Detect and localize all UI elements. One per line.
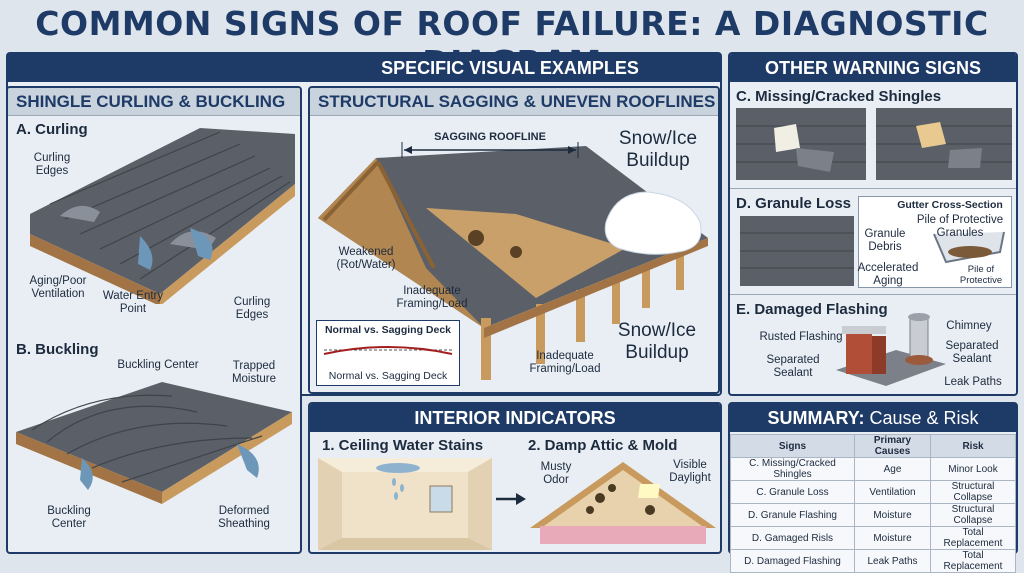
table-cell: D. Damaged Flashing <box>730 549 855 573</box>
attic-title: 2. Damp Attic & Mold <box>528 437 678 454</box>
ceiling-illustration <box>318 458 492 550</box>
ceiling-title: 1. Ceiling Water Stains <box>322 437 484 454</box>
other-signs-header: OTHER WARNING SIGNS <box>730 54 1016 82</box>
buckling-illustration <box>16 382 292 504</box>
table-cell: C. Granule Loss <box>730 480 855 504</box>
granule-label-pile-bottom: Pile of Protective <box>959 264 1003 286</box>
summary-header-row: Signs Primary Causes Risk <box>730 434 1016 458</box>
curling-label-edges-right: Curling Edges <box>233 296 271 321</box>
table-cell: Age <box>854 457 931 481</box>
missing-shingles-illustration <box>736 108 1012 180</box>
table-cell: Moisture <box>854 526 931 550</box>
gutter-inset <box>858 196 1012 288</box>
buckling-label-moisture: Trapped Moisture <box>231 360 277 385</box>
summary-col-causes: Primary Causes <box>854 434 931 458</box>
curling-label-aging: Aging/Poor Ventilation <box>29 275 87 300</box>
table-cell: Structural Collapse <box>930 503 1016 527</box>
granule-title: D. Granule Loss <box>736 195 852 212</box>
deck-inset-title: Normal vs. Sagging Deck <box>324 324 452 336</box>
summary-header: SUMMARY: Cause & Risk <box>730 404 1016 432</box>
table-cell: Structural Collapse <box>930 480 1016 504</box>
summary-header-bold: SUMMARY: <box>767 408 865 428</box>
table-cell: Ventilation <box>854 480 931 504</box>
flashing-title: E. Damaged Flashing <box>736 301 888 318</box>
granule-label-aging: Accelerated Aging <box>857 262 919 287</box>
interior-header: INTERIOR INDICATORS <box>310 404 720 432</box>
table-cell: Total Replacement <box>930 526 1016 550</box>
buckling-label-center-bottom: Buckling Center <box>47 505 91 530</box>
arrow-icon <box>496 493 526 505</box>
sagging-roofline-label: SAGGING ROOFLINE <box>434 131 546 143</box>
attic-label-musty: Musty Odor <box>540 461 572 486</box>
sagging-arrow <box>401 142 579 158</box>
table-cell: C. Missing/Cracked Shingles <box>730 457 855 481</box>
curling-label-edges-top: Curling Edges <box>33 152 71 177</box>
curling-illustration <box>30 128 295 304</box>
attic-label-daylight: Visible Daylight <box>669 459 711 484</box>
table-cell: Minor Look <box>930 457 1016 481</box>
summary-col-risk: Risk <box>930 434 1016 458</box>
curling-label-water: Water Entry Point <box>102 290 164 315</box>
summary-table: Signs Primary Causes Risk C. Missing/Cra… <box>730 434 1016 573</box>
attic-illustration <box>530 462 716 544</box>
summary-header-rest: Cause & Risk <box>864 408 979 428</box>
framing-label-bottom: Inadequate Framing/Load <box>529 350 601 375</box>
deck-inset-chart <box>323 346 453 355</box>
framing-label-mid: Inadequate Framing/Load <box>396 285 468 310</box>
flashing-label-sealant-right: Separated Sealant <box>945 340 999 365</box>
buckling-label-sheathing: Deformed Sheathing <box>218 505 270 530</box>
curling-title: A. Curling <box>16 121 88 138</box>
buckling-title: B. Buckling <box>16 341 99 358</box>
summary-col-signs: Signs <box>730 434 855 458</box>
structural-illustration <box>318 146 708 380</box>
granule-shingles-illustration <box>740 216 854 286</box>
granule-label-debris: Granule Debris <box>864 228 906 253</box>
missing-title: C. Missing/Cracked Shingles <box>736 88 942 105</box>
snow-label-bottom: Snow/Ice Buildup <box>617 320 697 363</box>
weakened-label: Weakened (Rot/Water) <box>336 246 396 271</box>
granule-label-pile: Pile of Protective Granules <box>916 214 1004 239</box>
structural-header: STRUCTURAL SAGGING & UNEVEN ROOFLINES <box>310 88 718 116</box>
snow-label-top: Snow/Ice Buildup <box>618 128 698 171</box>
flashing-label-sealant-left: Separated Sealant <box>766 354 820 379</box>
table-cell: Leak Paths <box>854 549 931 573</box>
table-cell: Moisture <box>854 503 931 527</box>
flashing-label-chimney: Chimney <box>946 320 992 332</box>
buckling-label-center-top: Buckling Center <box>117 359 199 371</box>
gutter-illustration <box>933 231 1005 264</box>
other-divider-2 <box>730 294 1016 295</box>
other-divider-1 <box>730 188 1016 189</box>
gutter-title: Gutter Cross-Section <box>897 199 1003 211</box>
flashing-label-rusted: Rusted Flashing <box>759 331 843 343</box>
deck-inset <box>316 320 460 386</box>
deck-inset-caption: Normal vs. Sagging Deck <box>328 370 448 382</box>
shingle-header: SHINGLE CURLING & BUCKLING <box>8 88 300 116</box>
specific-examples-header-text: SPECIFIC VISUAL EXAMPLES <box>381 58 639 78</box>
table-cell: Total Replacement <box>930 549 1016 573</box>
table-cell: D. Granule Flashing <box>730 503 855 527</box>
specific-header-bg <box>8 54 720 82</box>
flashing-label-leak: Leak Paths <box>944 376 1002 388</box>
flashing-illustration <box>836 313 946 386</box>
table-cell: D. Gamaged Risls <box>730 526 855 550</box>
